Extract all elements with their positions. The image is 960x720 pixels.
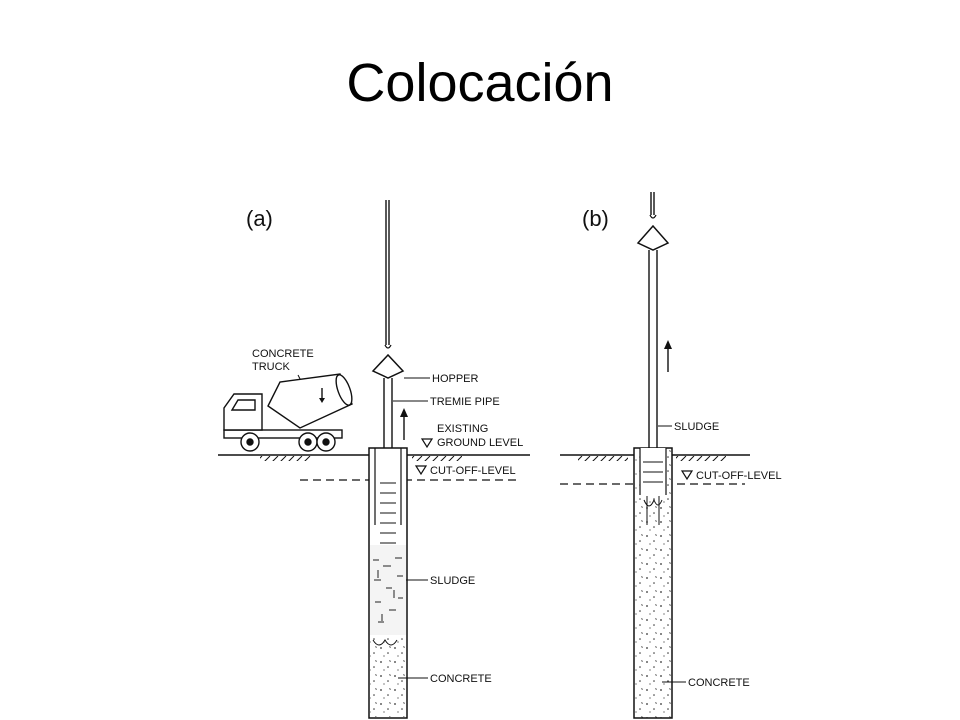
panel-b: (b) (560, 192, 782, 719)
concrete-truck (223, 373, 353, 452)
label-cut-off-b: CUT-OFF-LEVEL (696, 470, 782, 482)
label-existing: EXISTING (437, 423, 488, 435)
label-concrete-b: CONCRETE (688, 677, 750, 689)
label-concrete-a: CONCRETE (430, 673, 492, 685)
label-cut-off-a: CUT-OFF-LEVEL (430, 465, 516, 477)
panel-b-tag: (b) (582, 206, 609, 231)
concrete-fill-a (370, 635, 406, 717)
slide-title: Colocación (346, 53, 614, 113)
cut-off-marker-b (680, 470, 694, 481)
label-sludge-a: SLUDGE (430, 575, 475, 587)
slurry-marks-b (643, 461, 663, 525)
hook-b (649, 214, 657, 219)
label-ground-level: GROUND LEVEL (437, 437, 523, 449)
label-concrete-truck-1: CONCRETE (252, 348, 314, 360)
cut-off-marker-a (414, 465, 428, 476)
hook-a (384, 344, 392, 349)
hopper-b (636, 224, 670, 251)
label-hopper: HOPPER (432, 373, 479, 385)
slurry-marks-a (380, 482, 396, 544)
hopper-a (371, 353, 405, 379)
label-concrete-truck-2: TRUCK (252, 361, 291, 373)
label-tremie-pipe: TREMIE PIPE (430, 396, 500, 408)
panel-a: (a) (218, 200, 530, 719)
panel-a-tag: (a) (246, 206, 273, 231)
ground-level-marker (420, 438, 434, 449)
label-sludge-b: SLUDGE (674, 421, 719, 433)
